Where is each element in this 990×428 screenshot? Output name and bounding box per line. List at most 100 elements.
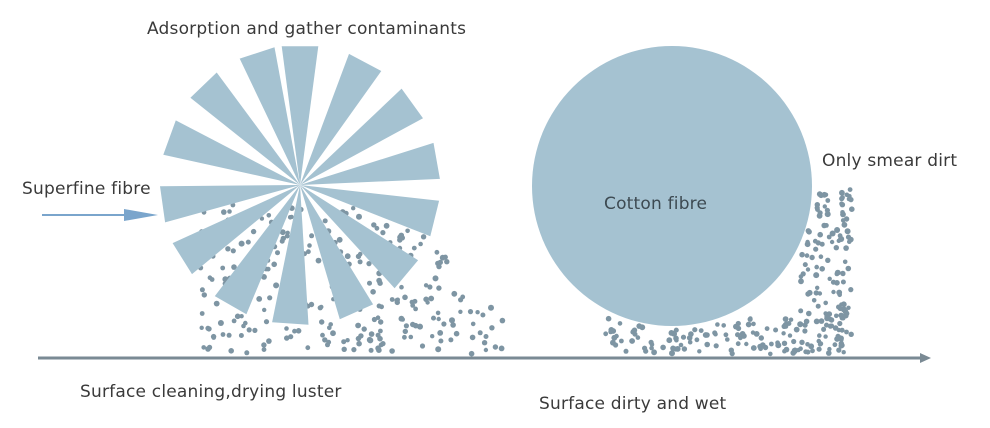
- dirt-particle: [323, 218, 328, 223]
- dirt-particle: [435, 346, 441, 352]
- dirt-particle: [845, 228, 851, 234]
- dirt-particle: [809, 255, 814, 260]
- dirt-particle: [843, 245, 849, 251]
- dirt-particle: [834, 314, 839, 319]
- dirt-particle: [362, 326, 367, 331]
- dirt-particle: [788, 333, 792, 337]
- dirt-particle: [454, 331, 460, 337]
- dirt-particle: [783, 316, 789, 322]
- surface-cleaning-label: Surface cleaning,drying luster: [80, 382, 342, 402]
- dirt-particle: [351, 206, 355, 210]
- dirt-particle: [458, 310, 462, 314]
- dirt-particle: [435, 250, 440, 255]
- dirt-particle: [427, 284, 432, 289]
- dirt-particle: [813, 272, 819, 278]
- dirt-particle: [262, 308, 266, 312]
- dirt-particle: [769, 342, 774, 347]
- dirt-particle: [342, 347, 347, 352]
- dirt-particle: [444, 259, 449, 264]
- dirt-particle: [378, 319, 383, 324]
- dirt-particle: [412, 299, 417, 304]
- dirt-particle: [831, 290, 835, 294]
- dirt-particle: [703, 332, 709, 338]
- dirt-particle: [798, 278, 804, 284]
- dirt-particle: [377, 281, 382, 286]
- cotton-fibre-label: Cotton fibre: [604, 194, 707, 214]
- dirt-particle: [243, 321, 248, 326]
- dirt-particle: [815, 286, 819, 290]
- dirt-particle: [840, 212, 846, 218]
- dirt-particle: [458, 297, 463, 302]
- dirt-particle: [724, 332, 729, 337]
- dirt-particle: [837, 321, 842, 326]
- dirt-particle: [815, 202, 820, 207]
- dirt-particle: [819, 266, 825, 272]
- dirt-particle: [356, 254, 361, 259]
- dirt-particle: [660, 345, 666, 351]
- dirt-particle: [480, 313, 485, 318]
- dirt-particle: [794, 327, 800, 333]
- dirt-particle: [286, 231, 290, 235]
- dirt-particle: [799, 252, 805, 258]
- dirt-particle: [836, 348, 841, 353]
- dirt-particle: [803, 323, 808, 328]
- dirt-particle: [619, 339, 624, 344]
- dirt-particle: [488, 305, 494, 311]
- dirt-particle: [438, 260, 443, 265]
- dirt-particle: [807, 290, 813, 296]
- dirt-particle: [417, 324, 423, 330]
- dirt-particle: [475, 310, 479, 314]
- dirt-particle: [200, 287, 205, 292]
- dirt-particle: [806, 267, 810, 271]
- dirt-particle: [814, 265, 819, 270]
- dirt-particle: [820, 242, 825, 247]
- dirt-particle: [697, 349, 701, 353]
- dirt-particle: [812, 298, 817, 303]
- dirt-particle: [695, 337, 700, 342]
- dirt-particle: [839, 341, 844, 346]
- dirt-particle: [848, 237, 854, 243]
- dirt-particle: [828, 277, 832, 281]
- dirt-particle: [206, 326, 211, 331]
- dirt-particle: [441, 321, 446, 326]
- dirt-particle: [834, 245, 839, 250]
- dirt-particle: [768, 352, 773, 357]
- dirt-particle: [823, 301, 828, 306]
- dirt-particle: [692, 327, 697, 332]
- dirt-particle: [803, 262, 808, 267]
- dirt-particle: [262, 347, 267, 352]
- dirt-particle: [436, 285, 441, 290]
- dirt-particle: [721, 323, 726, 328]
- dirt-particle: [782, 349, 787, 354]
- dirt-particle: [418, 242, 423, 247]
- dirt-particle: [781, 331, 785, 335]
- dirt-particle: [252, 328, 257, 333]
- dirt-particle: [275, 250, 280, 255]
- dirt-particle: [839, 196, 844, 201]
- dirt-particle: [704, 342, 710, 348]
- dirt-particle: [271, 262, 277, 268]
- dirt-particle: [484, 348, 488, 352]
- dirt-particle: [751, 322, 756, 327]
- dirt-particle: [825, 258, 830, 263]
- dirt-particle: [775, 342, 781, 348]
- dirt-particle: [639, 324, 645, 330]
- dirt-particle: [827, 347, 831, 351]
- dirt-particle: [402, 335, 407, 340]
- dirt-particle: [239, 314, 243, 318]
- dirt-particle: [399, 285, 404, 290]
- dirt-particle: [839, 336, 844, 341]
- dirt-particle: [673, 346, 678, 351]
- dirt-particle: [823, 311, 827, 315]
- dirt-particle: [380, 341, 385, 346]
- dirt-particle: [624, 349, 629, 354]
- dirt-particle: [319, 305, 323, 309]
- dirt-particle: [821, 327, 826, 332]
- adsorption-label: Adsorption and gather contaminants: [147, 19, 466, 39]
- dirt-particle: [688, 331, 694, 337]
- dirt-particle: [468, 309, 473, 314]
- dirt-particle: [817, 333, 822, 338]
- dirt-particle: [281, 236, 286, 241]
- dirt-particle: [618, 321, 623, 326]
- dirt-particle: [666, 337, 672, 343]
